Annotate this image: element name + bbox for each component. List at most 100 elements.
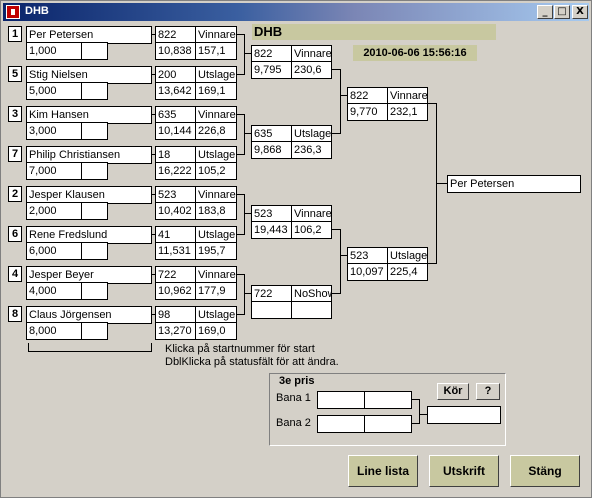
connector (152, 114, 155, 115)
status-field[interactable]: Vinnare (195, 106, 237, 124)
connector (237, 74, 245, 75)
close-button[interactable]: Stäng (510, 455, 580, 487)
status-field[interactable]: NoShow (291, 285, 332, 303)
connector (237, 234, 245, 235)
connector (244, 133, 251, 134)
time-field (251, 301, 292, 319)
bib-number: 722 (251, 285, 292, 303)
speed-field: 230,6 (291, 61, 332, 79)
speed-field: 226,8 (195, 122, 237, 140)
help-button[interactable]: ? (476, 383, 500, 400)
seed-number[interactable]: 5 (8, 66, 22, 82)
time-field: 10,838 (155, 42, 196, 60)
start-blank (81, 42, 108, 60)
start-number[interactable]: 6,000 (26, 242, 82, 260)
connector (340, 69, 341, 134)
speed-field: 169,1 (195, 82, 237, 100)
bana2-field-2[interactable] (364, 415, 412, 433)
start-number[interactable]: 7,000 (26, 162, 82, 180)
connector (244, 114, 245, 155)
seed-number[interactable]: 1 (8, 26, 22, 42)
connector (436, 183, 447, 184)
connector (244, 293, 251, 294)
bana2-field-1[interactable] (317, 415, 365, 433)
start-blank (81, 242, 108, 260)
connector (244, 274, 245, 315)
connector (152, 74, 155, 75)
seed-number[interactable]: 8 (8, 306, 22, 322)
connector (419, 414, 427, 415)
connector (428, 103, 437, 104)
start-number[interactable]: 3,000 (26, 122, 82, 140)
status-field[interactable]: Utslagen (195, 66, 237, 84)
title-bar[interactable]: DHB _ □ X (3, 3, 589, 21)
start-blank (81, 202, 108, 220)
minimize-button[interactable]: _ (537, 5, 553, 19)
time-field: 13,270 (155, 322, 196, 340)
connector (412, 399, 420, 400)
time-field: 10,097 (347, 263, 388, 281)
connector (28, 351, 152, 352)
connector (237, 154, 245, 155)
speed-field: 105,2 (195, 162, 237, 180)
connector (237, 194, 245, 195)
connector (340, 229, 341, 294)
player-name: Per Petersen (26, 26, 152, 44)
time-field: 19,443 (251, 221, 292, 239)
hint-text: Klicka på startnummer för start DblKlick… (165, 343, 339, 369)
connector (332, 69, 341, 70)
speed-field: 232,1 (387, 103, 428, 121)
line-list-button[interactable]: Line lista (348, 455, 418, 487)
bana1-label: Bana 1 (276, 392, 311, 404)
speed-field: 106,2 (291, 221, 332, 239)
start-number[interactable]: 2,000 (26, 202, 82, 220)
seed-number[interactable]: 6 (8, 226, 22, 242)
player-name: Jesper Beyer (26, 266, 152, 284)
seed-number[interactable]: 4 (8, 266, 22, 282)
speed-field: 169,0 (195, 322, 237, 340)
app-icon[interactable] (6, 5, 20, 19)
print-button[interactable]: Utskrift (429, 455, 499, 487)
status-field[interactable]: Vinnare (291, 205, 332, 223)
time-field: 13,642 (155, 82, 196, 100)
bana1-field-2[interactable] (364, 391, 412, 409)
seed-number[interactable]: 7 (8, 146, 22, 162)
connector (152, 314, 155, 315)
bib-number: 523 (155, 186, 196, 204)
maximize-button[interactable]: □ (554, 5, 570, 19)
status-field[interactable]: Utslagen (195, 226, 237, 244)
connector (151, 343, 152, 352)
start-number[interactable]: 4,000 (26, 282, 82, 300)
time-field: 9,795 (251, 61, 292, 79)
connector (340, 255, 347, 256)
connector (28, 343, 29, 352)
time-field: 9,868 (251, 141, 292, 159)
connector (152, 274, 155, 275)
time-field: 10,962 (155, 282, 196, 300)
speed-field: 157,1 (195, 42, 237, 60)
seed-number[interactable]: 3 (8, 106, 22, 122)
status-field[interactable]: Vinnare (195, 186, 237, 204)
connector (412, 423, 420, 424)
bib-number: 822 (347, 87, 388, 105)
start-number[interactable]: 1,000 (26, 42, 82, 60)
run-button[interactable]: Kör (437, 383, 469, 400)
connector (244, 53, 251, 54)
speed-field: 225,4 (387, 263, 428, 281)
start-number[interactable]: 5,000 (26, 82, 82, 100)
third-place-group (269, 373, 506, 446)
connector (152, 34, 155, 35)
status-field[interactable]: Utslagen (195, 306, 237, 324)
speed-field (291, 301, 332, 319)
close-window-button[interactable]: X (572, 5, 588, 19)
seed-number[interactable]: 2 (8, 186, 22, 202)
bana1-field-1[interactable] (317, 391, 365, 409)
start-number[interactable]: 8,000 (26, 322, 82, 340)
connector (332, 133, 341, 134)
time-field: 9,770 (347, 103, 388, 121)
bib-number: 722 (155, 266, 196, 284)
hint-line-1: Klicka på startnummer för start (165, 343, 315, 355)
speed-field: 236,3 (291, 141, 332, 159)
connector (237, 314, 245, 315)
window-title: DHB (25, 5, 49, 17)
